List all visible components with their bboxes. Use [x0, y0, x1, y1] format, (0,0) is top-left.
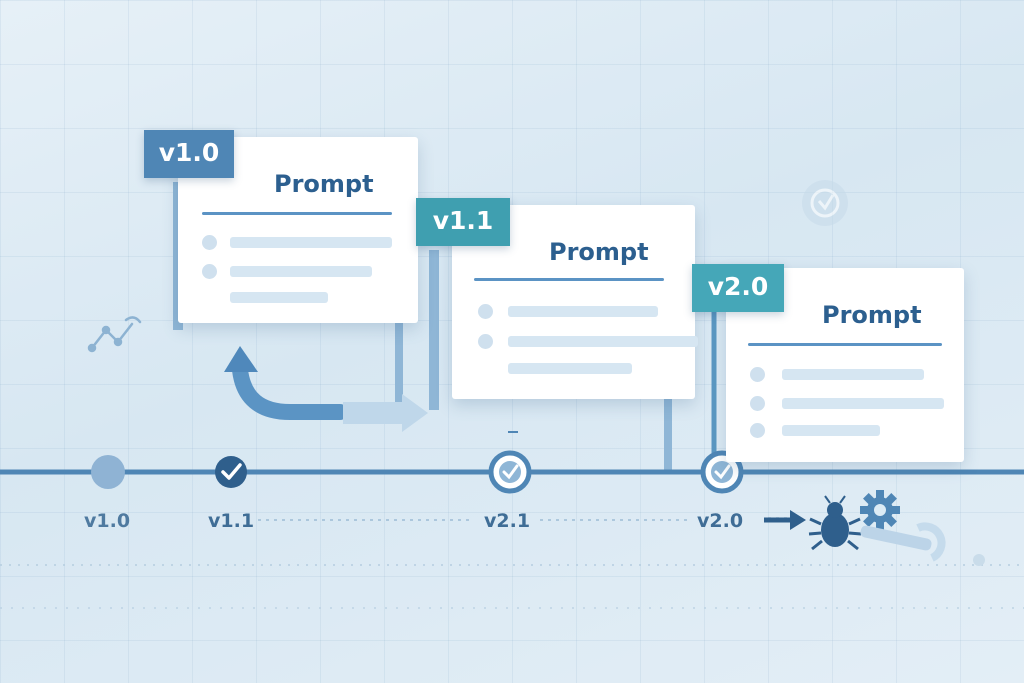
- refresh-swoosh-icon: [916, 522, 946, 562]
- list-bullet: [202, 235, 217, 250]
- card-title: Prompt: [274, 170, 374, 198]
- arrow-right-icon: [402, 394, 428, 432]
- timeline-label-v1-0: v1.0: [84, 510, 131, 532]
- list-bullet: [750, 396, 765, 411]
- check-icon: [221, 463, 242, 480]
- prompt-card-v1-0[interactable]: Prompt: [178, 137, 418, 323]
- timeline-node-v2-0: [700, 450, 744, 494]
- list-line: [508, 306, 658, 317]
- curved-arrow-icon: [232, 362, 348, 420]
- forward-arrow-body: [343, 402, 405, 424]
- timeline-label-v1-1: v1.1: [208, 510, 255, 532]
- list-line: [508, 336, 698, 347]
- list-bullet: [478, 334, 493, 349]
- arrow-right-icon: [764, 510, 806, 530]
- check-icon: [502, 464, 519, 480]
- bug-icon: [808, 495, 862, 551]
- card-title-rule: [474, 278, 664, 281]
- trend-chart-icon: [87, 316, 142, 353]
- timeline-node-v1-0: [91, 455, 125, 489]
- version-tag-v1-0[interactable]: v1.0: [144, 130, 234, 178]
- timeline-node-v2-1: [488, 450, 532, 494]
- list-line: [230, 292, 328, 303]
- timeline-node-v1-1: [215, 456, 247, 488]
- list-line: [230, 266, 372, 277]
- timeline-label-v2-0: v2.0: [697, 510, 744, 532]
- version-tag-v1-1[interactable]: v1.1: [416, 198, 510, 246]
- list-bullet: [478, 304, 493, 319]
- curved-arrow-head: [224, 346, 258, 372]
- list-line: [782, 369, 924, 380]
- list-bullet: [202, 264, 217, 279]
- list-bullet: [750, 423, 765, 438]
- list-line: [508, 363, 632, 374]
- version-tag-v2-0[interactable]: v2.0: [692, 264, 784, 312]
- list-line: [782, 398, 944, 409]
- list-line: [782, 425, 880, 436]
- check-icon: [714, 464, 731, 480]
- clock-icon: [802, 180, 848, 226]
- timeline-label-v2-1: v2.1: [484, 510, 531, 532]
- wrench-icon: [860, 525, 932, 551]
- card-title-rule: [748, 343, 942, 346]
- decor-dot: [973, 554, 985, 566]
- card-title-rule: [202, 212, 392, 215]
- card-title: Prompt: [549, 238, 649, 266]
- gear-icon: [860, 490, 900, 530]
- list-bullet: [750, 367, 765, 382]
- card-title: Prompt: [822, 301, 922, 329]
- list-line: [230, 237, 392, 248]
